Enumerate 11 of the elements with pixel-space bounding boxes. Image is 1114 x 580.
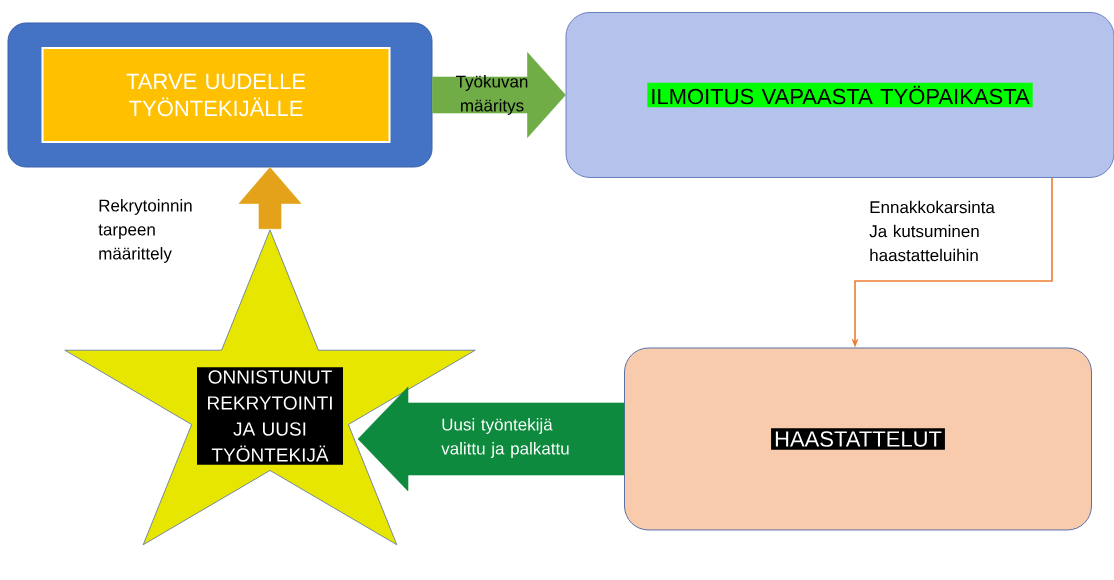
star-label: ONNISTUNUT REKRYTOINTI JA UUSI TYÖNTEKIJÄ [197, 367, 343, 465]
process-box: ILMOITUS VAPAASTA TYÖPAIKASTA [565, 12, 1114, 178]
arrow [357, 386, 625, 492]
process-box: TARVE UUDELLE TYÖNTEKIJÄLLE [41, 47, 391, 143]
process-box: HAASTATTELUT [624, 347, 1092, 531]
arrow [432, 52, 566, 138]
edge-label: Työkuvan määritys [456, 75, 528, 115]
edge-label: Uusi työntekijä valittu ja palkattu [441, 418, 569, 458]
edge-label: Rekrytoinnin tarpeen määrittely [98, 199, 192, 263]
arrow [238, 167, 302, 229]
edge-label: Ennakkokarsinta Ja kutsuminen haastatteluihin [869, 200, 995, 262]
